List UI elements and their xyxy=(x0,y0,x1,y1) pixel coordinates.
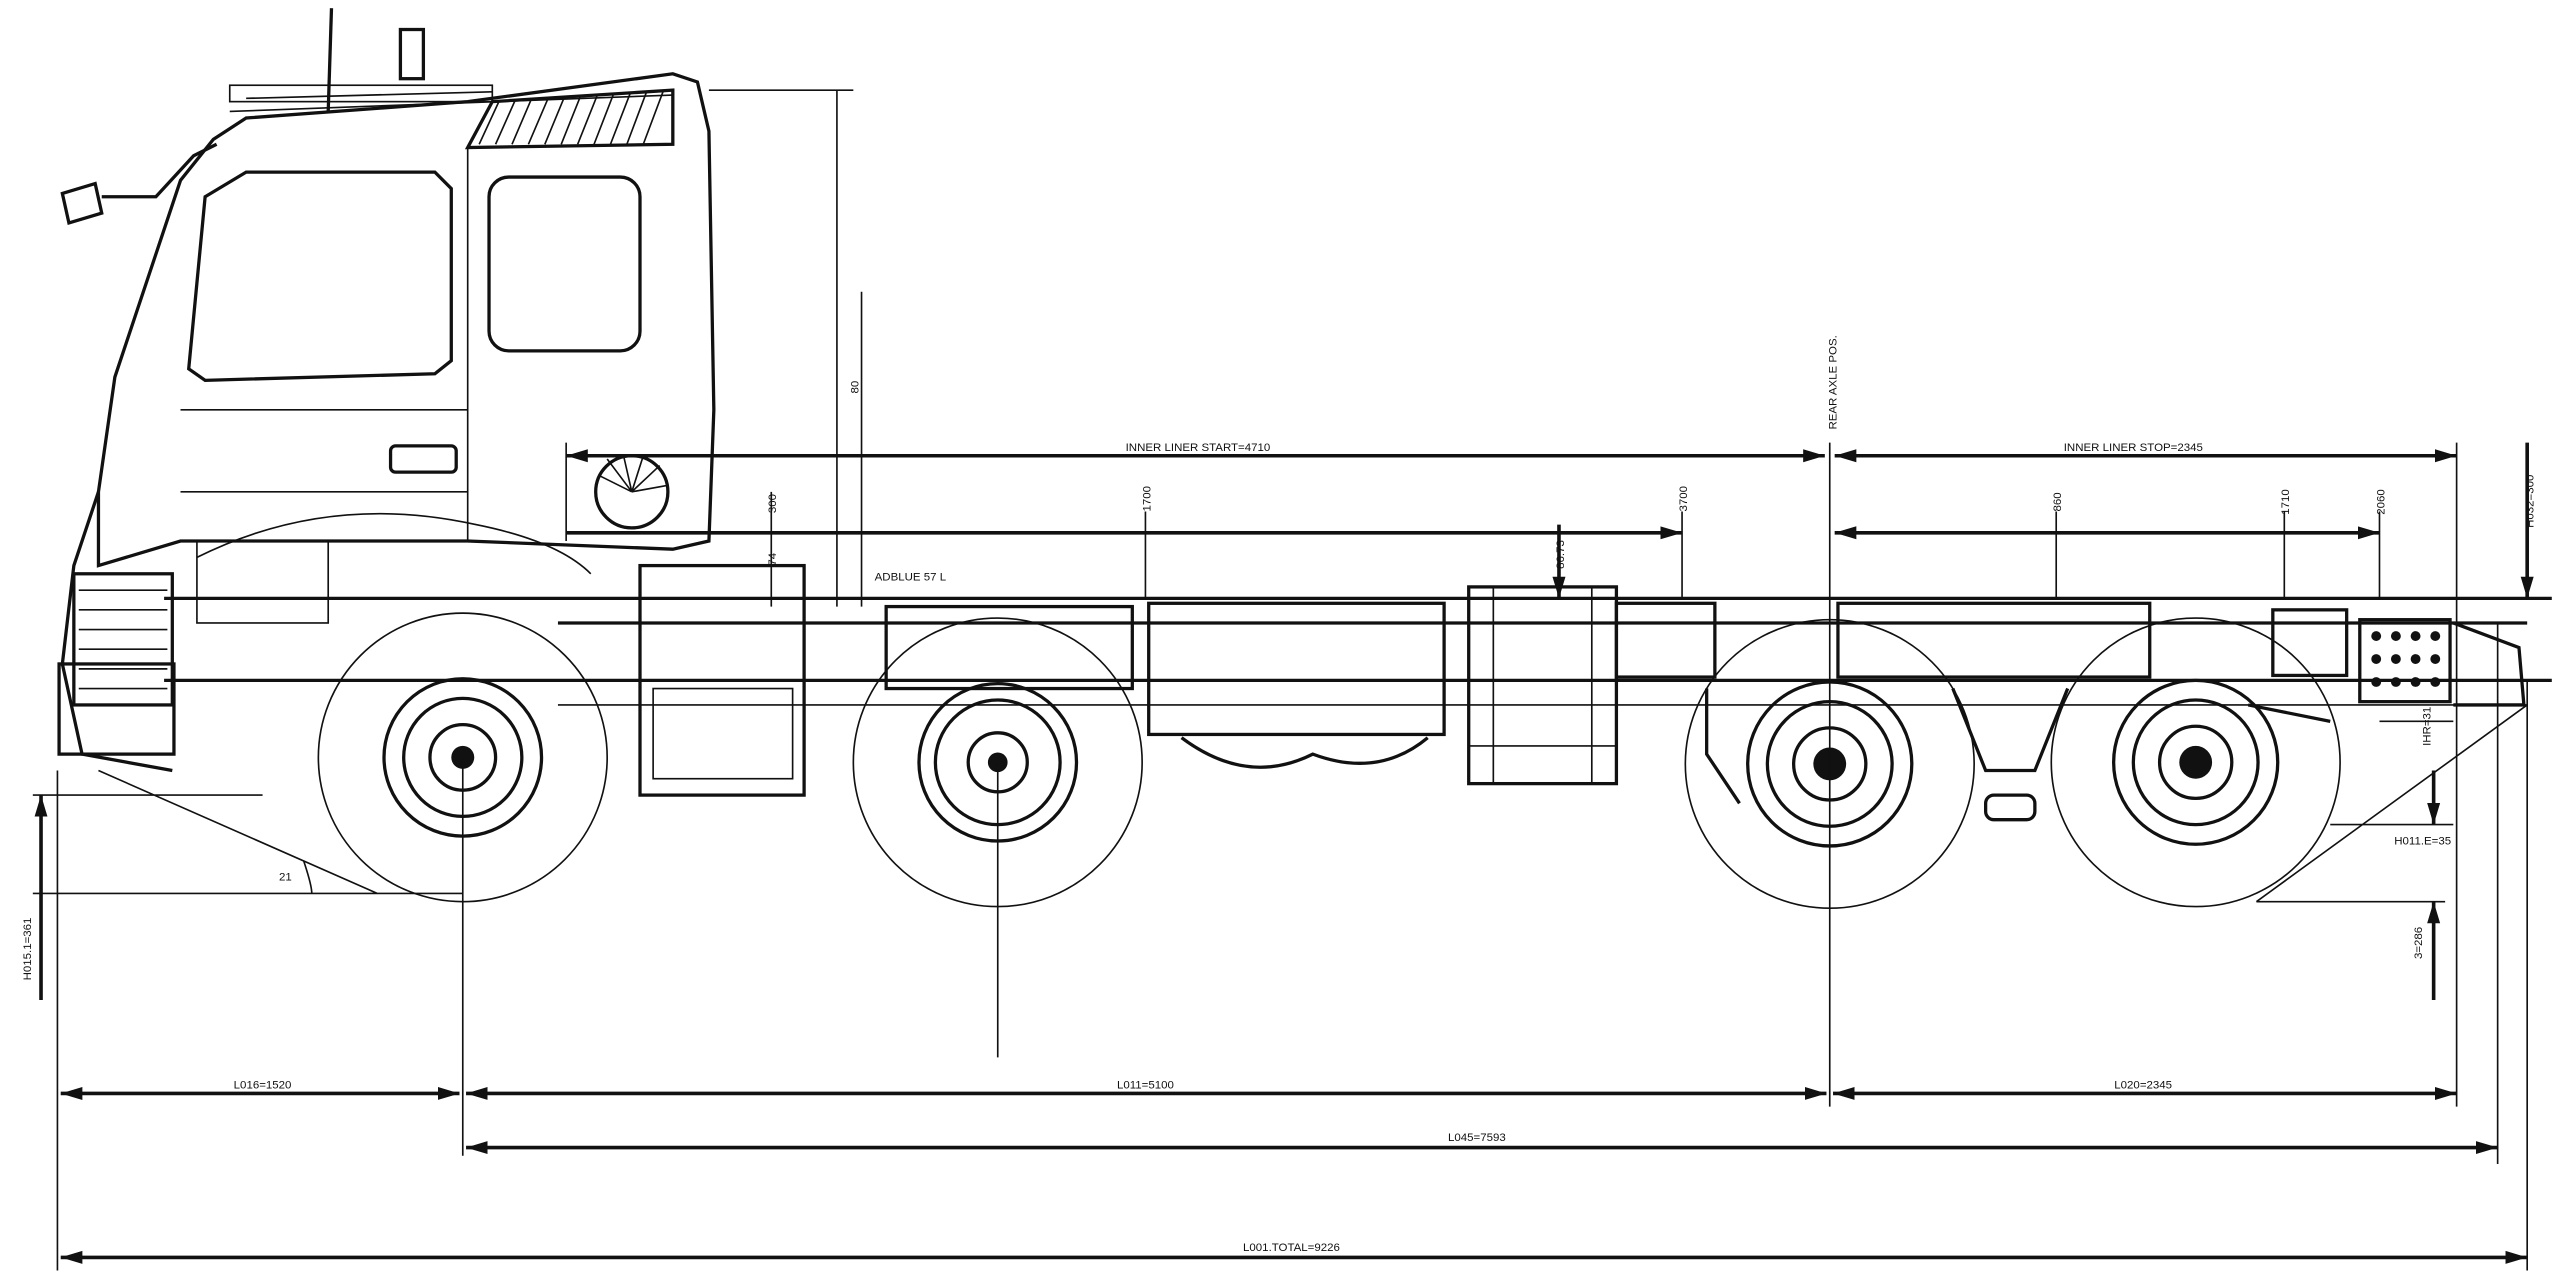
label-3700: 3700 xyxy=(1678,486,1690,512)
chassis-frame xyxy=(164,563,2552,822)
label-1710: 1710 xyxy=(2280,489,2292,515)
label-h015: H015.1=361 xyxy=(22,918,34,981)
extension-lines xyxy=(32,89,2528,1271)
wheel-rear-2 xyxy=(2050,617,2341,908)
label-l020: L020=2345 xyxy=(2114,1080,2172,1092)
label-860: 860 xyxy=(2052,492,2064,511)
mirror xyxy=(60,181,104,226)
label-adblue: ADBLUE 57 L xyxy=(875,571,946,583)
label-1700: 1700 xyxy=(1141,486,1153,512)
label-l045: L045=7593 xyxy=(1448,1132,1506,1144)
label-2060: 2060 xyxy=(2375,489,2387,515)
label-inner-liner-start: INNER LINER START=4710 xyxy=(1126,442,1271,454)
grille xyxy=(72,572,174,707)
label-inner-liner-stop: INNER LINER STOP=2345 xyxy=(2064,442,2203,454)
beacon xyxy=(398,27,426,81)
bumper xyxy=(57,662,176,756)
label-l001: L001.TOTAL=9226 xyxy=(1243,1242,1340,1254)
mirror-arm xyxy=(101,142,218,199)
label-74: 74 xyxy=(767,552,779,565)
label-300: 300 xyxy=(767,494,779,513)
antenna xyxy=(326,8,334,112)
label-h011e: H011.E=35 xyxy=(2394,835,2451,847)
side-window xyxy=(487,175,642,353)
roof-hatching xyxy=(464,88,675,150)
cab xyxy=(57,8,716,773)
windshield xyxy=(186,170,453,382)
label-l011: L011=5100 xyxy=(1117,1080,1174,1092)
label-angle-21: 21 xyxy=(279,871,292,883)
label-286: 3=286 xyxy=(2413,927,2425,959)
label-86-73: 86.73 xyxy=(1555,540,1567,569)
label-l016: L016=1520 xyxy=(234,1080,292,1092)
fuel-tank xyxy=(1467,585,1619,786)
label-80: 80 xyxy=(849,381,861,394)
label-ihr: IHR=31 xyxy=(2421,707,2433,746)
dimension-lines xyxy=(34,442,2534,1264)
label-rear-axle-pos: REAR AXLE POS. xyxy=(1827,335,1839,429)
dimension-labels: INNER LINER START=4710 INNER LINER STOP=… xyxy=(22,335,2537,1254)
label-h032: H032=300 xyxy=(2525,475,2537,528)
